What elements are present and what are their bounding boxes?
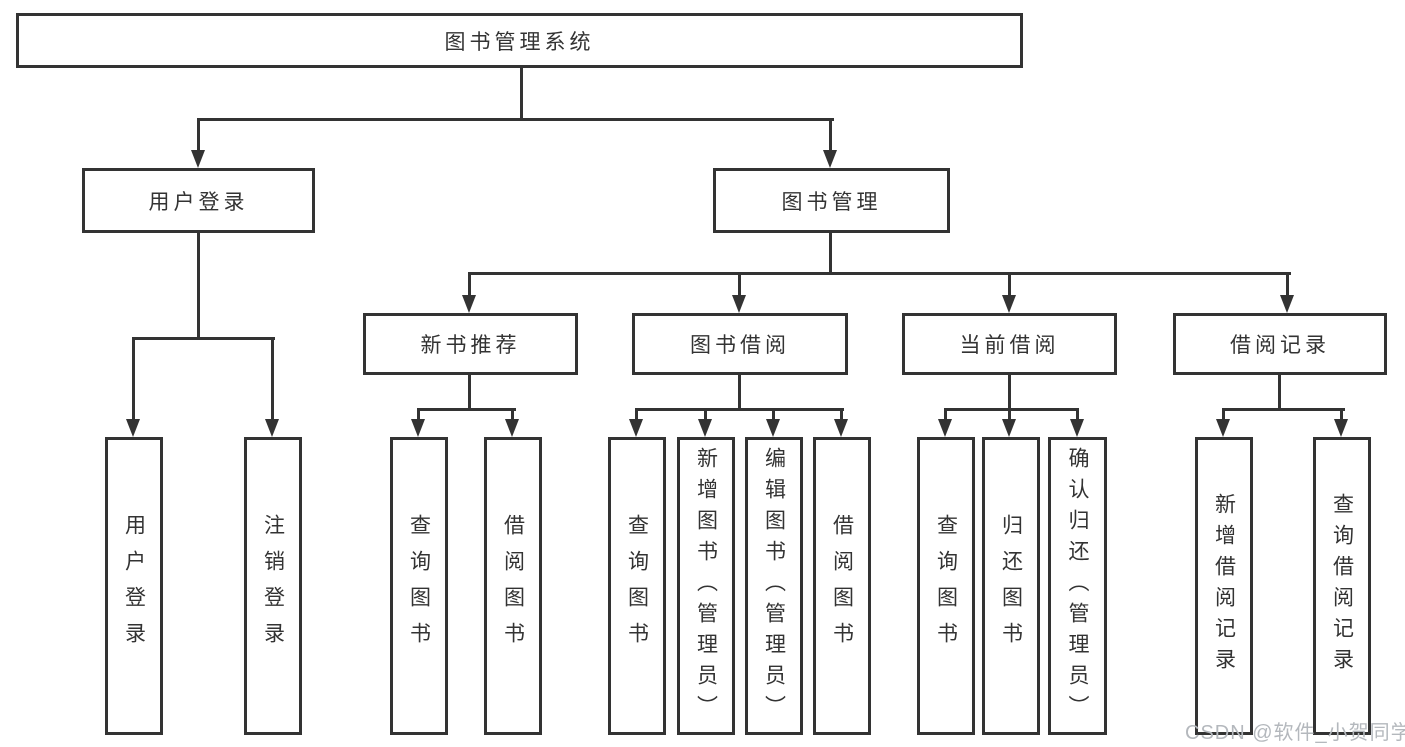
arrowhead-to-leaf	[411, 419, 425, 437]
leaf-borrow-book-under-new-rec: 借阅图书	[484, 437, 542, 735]
leaf-confirm-return-admin: 确认归还（管理员）	[1048, 437, 1107, 735]
arrowhead-to-leaf	[1216, 419, 1230, 437]
connector-shaft	[1340, 408, 1343, 422]
arrowhead-to-book-mgmt	[823, 150, 837, 168]
leaf-return-book: 归还图书	[982, 437, 1040, 735]
connector-shaft	[772, 408, 775, 422]
leaf-query-book-under-new-rec: 查询图书	[390, 437, 448, 735]
connector-shaft-leaf-logout	[271, 337, 274, 422]
leaf-add-borrow-record: 新增借阅记录	[1195, 437, 1253, 735]
arrowhead-to-leaf-logout	[265, 419, 279, 437]
arrowhead-to-leaf	[505, 419, 519, 437]
node-book-borrow: 图书借阅	[632, 313, 848, 375]
connector-shaft	[1008, 408, 1011, 422]
arrowhead-to-leaf	[698, 419, 712, 437]
connector-shaft-new-book-rec	[468, 272, 471, 298]
connector-root-stem	[520, 68, 523, 121]
node-new-book-rec: 新书推荐	[363, 313, 578, 375]
connector-book-borrow-stem	[738, 375, 741, 411]
connector-shaft-borrow-records	[1286, 272, 1289, 298]
csdn-watermark: CSDN @软件_小贺同学	[1185, 722, 1405, 744]
connector-shaft	[1222, 408, 1225, 422]
connector-shaft-book-borrow	[738, 272, 741, 298]
connector-user-login-branch	[132, 337, 275, 340]
connector-user-login-stem	[197, 233, 200, 340]
arrowhead-to-user-login	[191, 150, 205, 168]
connector-new-book-rec-stem	[468, 375, 471, 411]
node-current-borrow: 当前借阅	[902, 313, 1117, 375]
connector-current-borrow-stem	[1008, 375, 1011, 411]
arrowhead-to-book-borrow	[732, 295, 746, 313]
connector-shaft-current-borrow	[1008, 272, 1011, 298]
arrowhead-to-leaf-user-login	[126, 419, 140, 437]
connector-shaft	[635, 408, 638, 422]
connector-shaft	[1076, 408, 1079, 422]
arrowhead-to-new-book-rec	[462, 295, 476, 313]
leaf-query-book-under-borrow: 查询图书	[608, 437, 666, 735]
node-root-system: 图书管理系统	[16, 13, 1023, 68]
connector-current-borrow-branch	[944, 408, 1079, 411]
arrowhead-to-leaf	[1002, 419, 1016, 437]
connector-shaft-leaf-user-login	[132, 337, 135, 422]
connector-shaft-book-mgmt	[829, 118, 832, 154]
arrowhead-to-leaf	[1070, 419, 1084, 437]
arrowhead-to-current-borrow	[1002, 295, 1016, 313]
arrowhead-to-leaf	[938, 419, 952, 437]
arrowhead-to-borrow-records	[1280, 295, 1294, 313]
connector-shaft-user-login	[197, 118, 200, 154]
connector-shaft	[944, 408, 947, 422]
arrowhead-to-leaf	[766, 419, 780, 437]
leaf-edit-book-admin: 编辑图书（管理员）	[745, 437, 803, 735]
connector-level3-branch	[468, 272, 1291, 275]
connector-level2-branch	[197, 118, 834, 121]
connector-shaft	[704, 408, 707, 422]
node-book-mgmt: 图书管理	[713, 168, 950, 233]
connector-shaft	[417, 408, 420, 422]
arrowhead-to-leaf	[629, 419, 643, 437]
node-borrow-records: 借阅记录	[1173, 313, 1387, 375]
connector-book-mgmt-stem	[829, 233, 832, 275]
arrowhead-to-leaf	[834, 419, 848, 437]
connector-borrow-records-branch	[1222, 408, 1345, 411]
arrowhead-to-leaf	[1334, 419, 1348, 437]
connector-shaft	[511, 408, 514, 422]
leaf-add-book-admin: 新增图书（管理员）	[677, 437, 735, 735]
connector-book-borrow-branch	[635, 408, 844, 411]
connector-shaft	[840, 408, 843, 422]
leaf-user-login: 用户登录	[105, 437, 163, 735]
leaf-logout: 注销登录	[244, 437, 302, 735]
node-user-login: 用户登录	[82, 168, 315, 233]
connector-new-book-rec-branch	[417, 408, 516, 411]
leaf-query-book-under-current: 查询图书	[917, 437, 975, 735]
leaf-borrow-book-under-borrow: 借阅图书	[813, 437, 871, 735]
connector-borrow-records-stem	[1278, 375, 1281, 411]
leaf-query-borrow-record: 查询借阅记录	[1313, 437, 1371, 735]
